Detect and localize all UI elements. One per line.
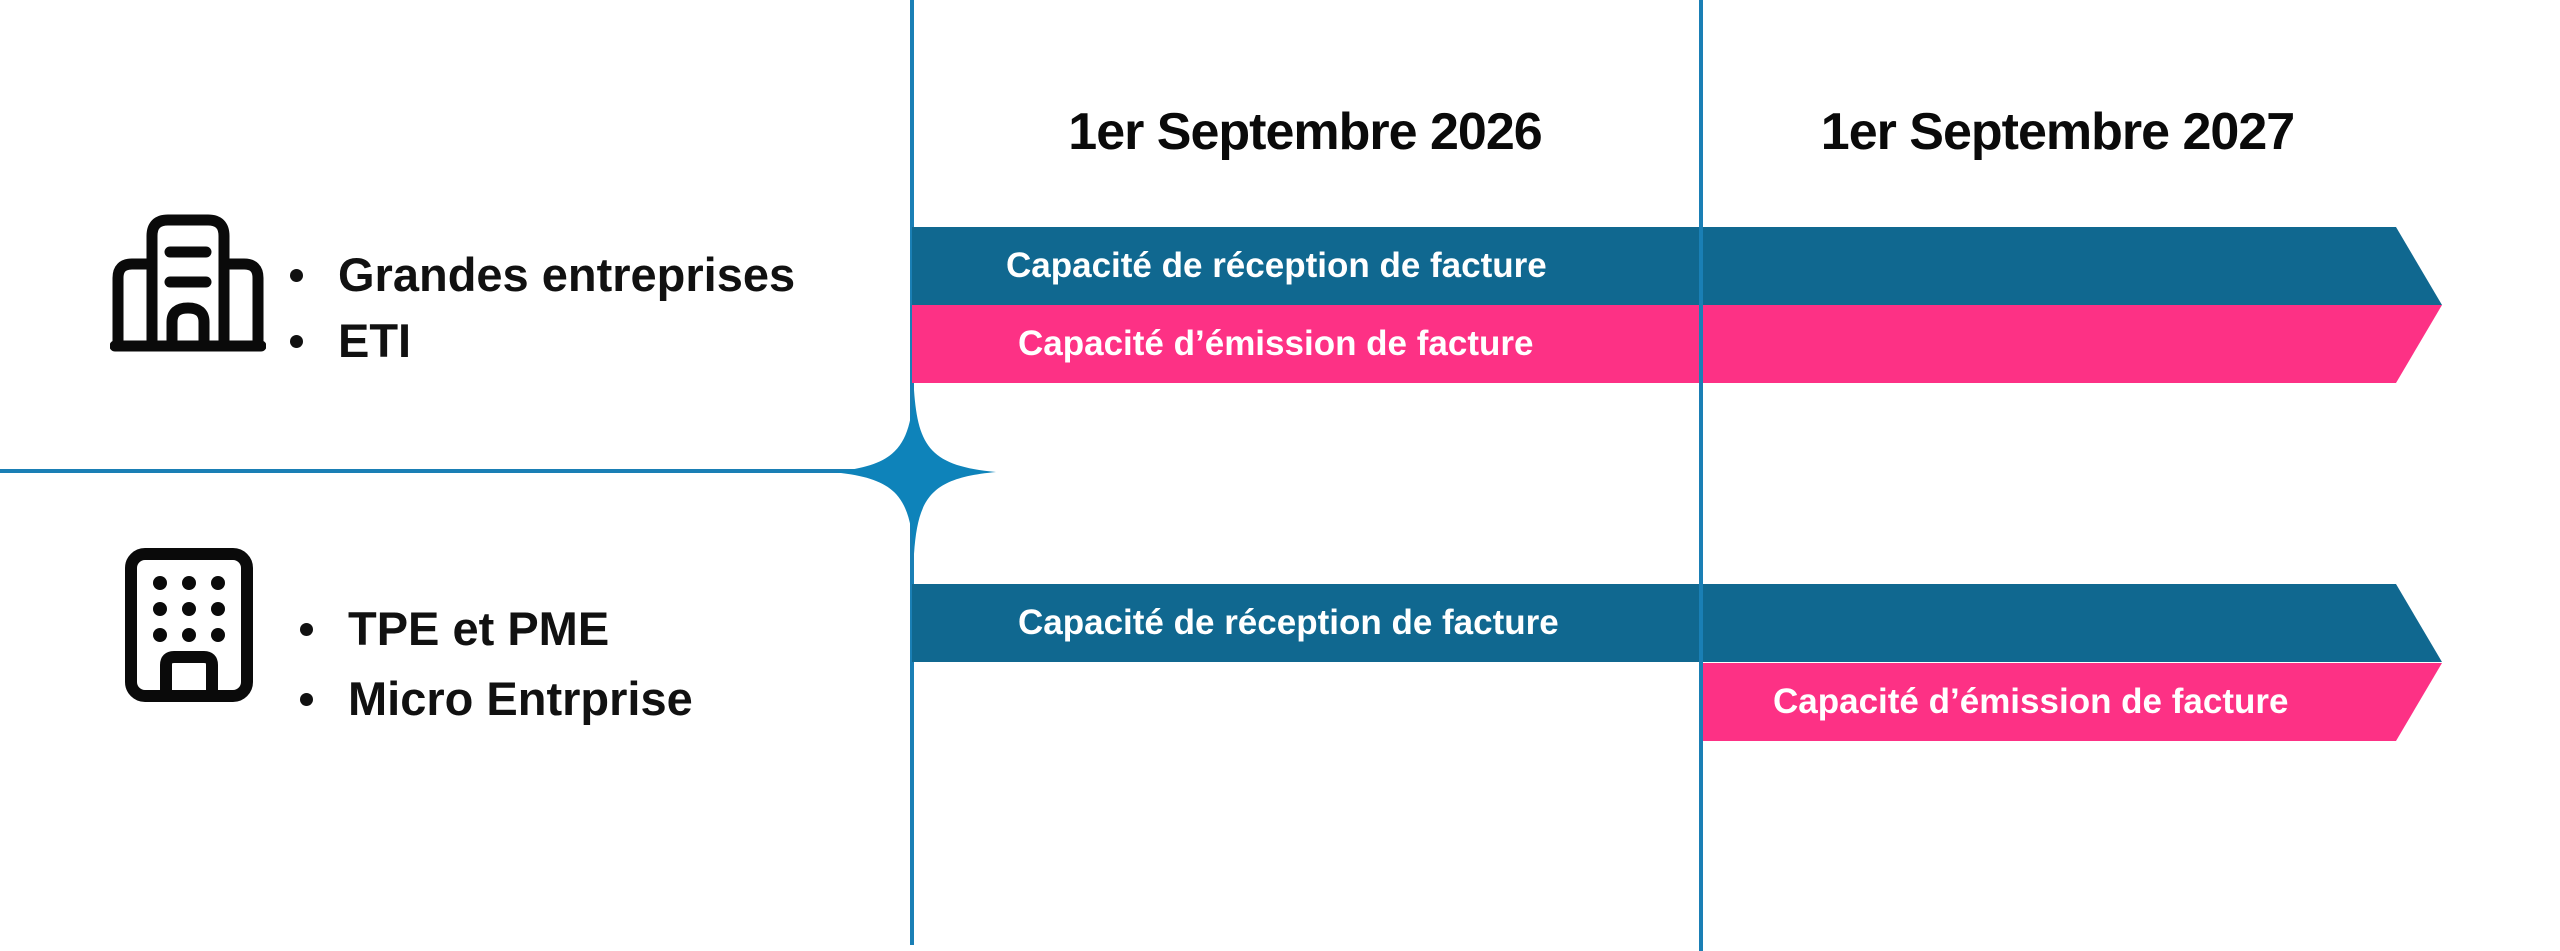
list-item: Micro Entrprise (300, 664, 693, 734)
office-building-icon (110, 214, 266, 352)
apartment-building-icon (125, 548, 253, 702)
timeline-2027-divider (1699, 0, 1703, 951)
group-separator-line (0, 469, 910, 473)
large-companies-list: Grandes entreprises ETI (290, 242, 795, 374)
bar-label: Capacité de réception de facture (1018, 603, 1559, 642)
sparkle-icon (832, 390, 996, 554)
timeline-2027-divider-overlay (1699, 227, 1703, 383)
list-item: Grandes entreprises (290, 242, 795, 308)
small-emission-bar: Capacité d’émission de facture (1703, 663, 2442, 741)
date-header-2027: 1er Septembre 2027 (1820, 103, 2295, 161)
large-reception-bar: Capacité de réception de facture (912, 227, 2442, 305)
large-emission-bar: Capacité d’émission de facture (912, 305, 2442, 383)
bar-label: Capacité d’émission de facture (1773, 682, 2289, 721)
list-item: ETI (290, 308, 795, 374)
timeline-2027-divider-overlay (1699, 584, 1703, 662)
list-item: TPE et PME (300, 594, 693, 664)
bar-label: Capacité de réception de facture (1006, 246, 1547, 285)
date-header-2026: 1er Septembre 2026 (1068, 103, 1542, 161)
bar-label: Capacité d’émission de facture (1018, 324, 1534, 363)
small-reception-bar: Capacité de réception de facture (912, 584, 2442, 662)
small-companies-list: TPE et PME Micro Entrprise (300, 594, 693, 734)
